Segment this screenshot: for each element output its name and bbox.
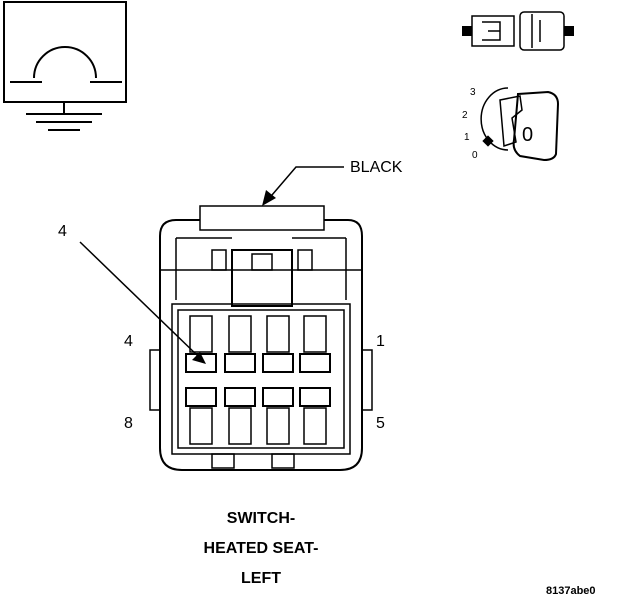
connector-body xyxy=(149,205,373,471)
pin-callout-label: 4 xyxy=(58,223,67,240)
ignition-key-icon: 3 2 1 0 0 xyxy=(462,87,560,162)
pin-leader-line xyxy=(79,241,201,359)
pin-label-top-left: 4 xyxy=(124,333,133,350)
color-arrow-icon xyxy=(262,190,276,206)
pin-label-top-right: 1 xyxy=(376,333,385,350)
title-line-1: SWITCH- xyxy=(227,510,295,527)
key-position-0: 0 xyxy=(472,150,478,161)
key-position-2: 2 xyxy=(462,110,468,121)
key-position-1: 1 xyxy=(464,132,470,143)
title-line-2: HEATED SEAT- xyxy=(204,540,319,557)
figure-code: 8137abe0 xyxy=(546,585,596,597)
connector-color-label: BLACK xyxy=(350,159,403,176)
key-position-3: 3 xyxy=(470,87,476,98)
color-leader-line xyxy=(265,166,344,203)
connector-plug-icon xyxy=(462,11,574,51)
ground-symbol-icon xyxy=(3,1,127,131)
title-line-3: LEFT xyxy=(241,570,281,587)
pin-label-bottom-left: 8 xyxy=(124,415,133,432)
key-face-label: 0 xyxy=(522,124,533,146)
pin-arrow-icon xyxy=(192,352,206,364)
terminal-row-top xyxy=(185,315,331,373)
pin-label-bottom-right: 5 xyxy=(376,415,385,432)
terminal-row-bottom xyxy=(185,387,331,445)
terminal-cavities xyxy=(185,315,331,445)
